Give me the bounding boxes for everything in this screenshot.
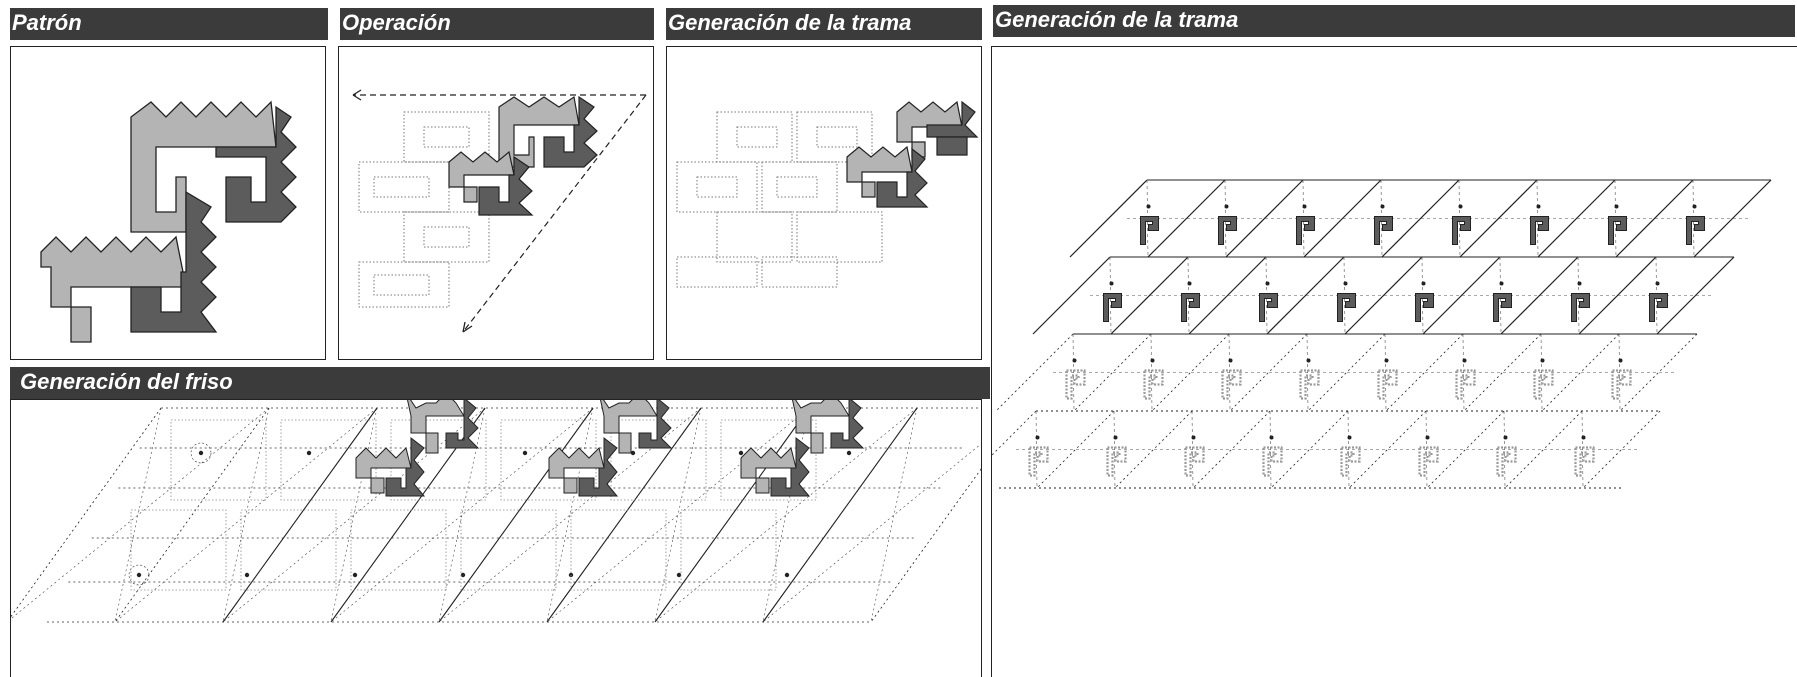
meander-motif: [1452, 216, 1471, 245]
operacion-diagram: [352, 89, 647, 333]
trama-large-canvas: [991, 46, 1797, 677]
lattice-row: [992, 410, 1661, 489]
meander-motif: [1574, 446, 1595, 477]
panel-title-trama-large: Generación de la trama: [993, 5, 1795, 37]
trama-large-title: Generación de la trama: [995, 7, 1239, 32]
friso-lattice: [11, 400, 981, 623]
patron-motif: [40, 100, 297, 343]
meander-motif: [1299, 369, 1320, 400]
meander-motif: [1418, 446, 1439, 477]
meander-motif: [1571, 293, 1590, 322]
meander-motif: [1143, 369, 1164, 400]
friso-meander: [740, 400, 865, 497]
lattice-row: [995, 333, 1698, 412]
friso-meander: [355, 400, 480, 497]
meander-motif: [1377, 369, 1398, 400]
meander-motif: [1184, 446, 1205, 477]
operacion-title: Operación: [342, 10, 451, 35]
meander-motif: [1496, 446, 1517, 477]
meander-motif: [1103, 293, 1122, 322]
meander-motif: [1221, 369, 1242, 400]
friso-canvas: [10, 399, 982, 677]
meander-motif: [1686, 216, 1705, 245]
trama-small-title: Generación de la trama: [668, 10, 912, 35]
patron-canvas: [10, 46, 326, 360]
lattice-row: [1032, 256, 1735, 335]
panel-title-friso: Generación del friso: [10, 367, 990, 399]
meander-motif: [1649, 293, 1668, 322]
meander-motif: [1611, 369, 1632, 400]
meander-motif: [1218, 216, 1237, 245]
meander-motif: [1065, 369, 1086, 400]
friso-title: Generación del friso: [20, 369, 233, 394]
meander-motif: [1455, 369, 1476, 400]
panel-title-patron: Patrón: [10, 8, 328, 40]
trama-large-lattice: [992, 179, 1772, 489]
meander-motif: [1106, 446, 1127, 477]
meander-motif: [1340, 446, 1361, 477]
meander-motif: [1415, 293, 1434, 322]
trama-small-canvas: [666, 46, 982, 360]
lattice-row: [1069, 179, 1772, 258]
patron-title: Patrón: [12, 10, 82, 35]
trama-small-diagram: [676, 100, 979, 288]
friso-meander: [548, 400, 673, 497]
meander-motif: [1028, 446, 1049, 477]
panel-title-operacion: Operación: [340, 8, 654, 40]
panel-title-trama-small: Generación de la trama: [666, 8, 982, 40]
meander-motif: [1493, 293, 1512, 322]
meander-motif: [1181, 293, 1200, 322]
meander-motif: [1296, 216, 1315, 245]
meander-motif: [1608, 216, 1627, 245]
meander-motif: [1533, 369, 1554, 400]
operacion-canvas: [338, 46, 654, 360]
meander-motif: [1140, 216, 1159, 245]
meander-motif: [1337, 293, 1356, 322]
meander-motif: [1530, 216, 1549, 245]
meander-motif: [1259, 293, 1278, 322]
meander-motif: [1262, 446, 1283, 477]
meander-motif: [1374, 216, 1393, 245]
